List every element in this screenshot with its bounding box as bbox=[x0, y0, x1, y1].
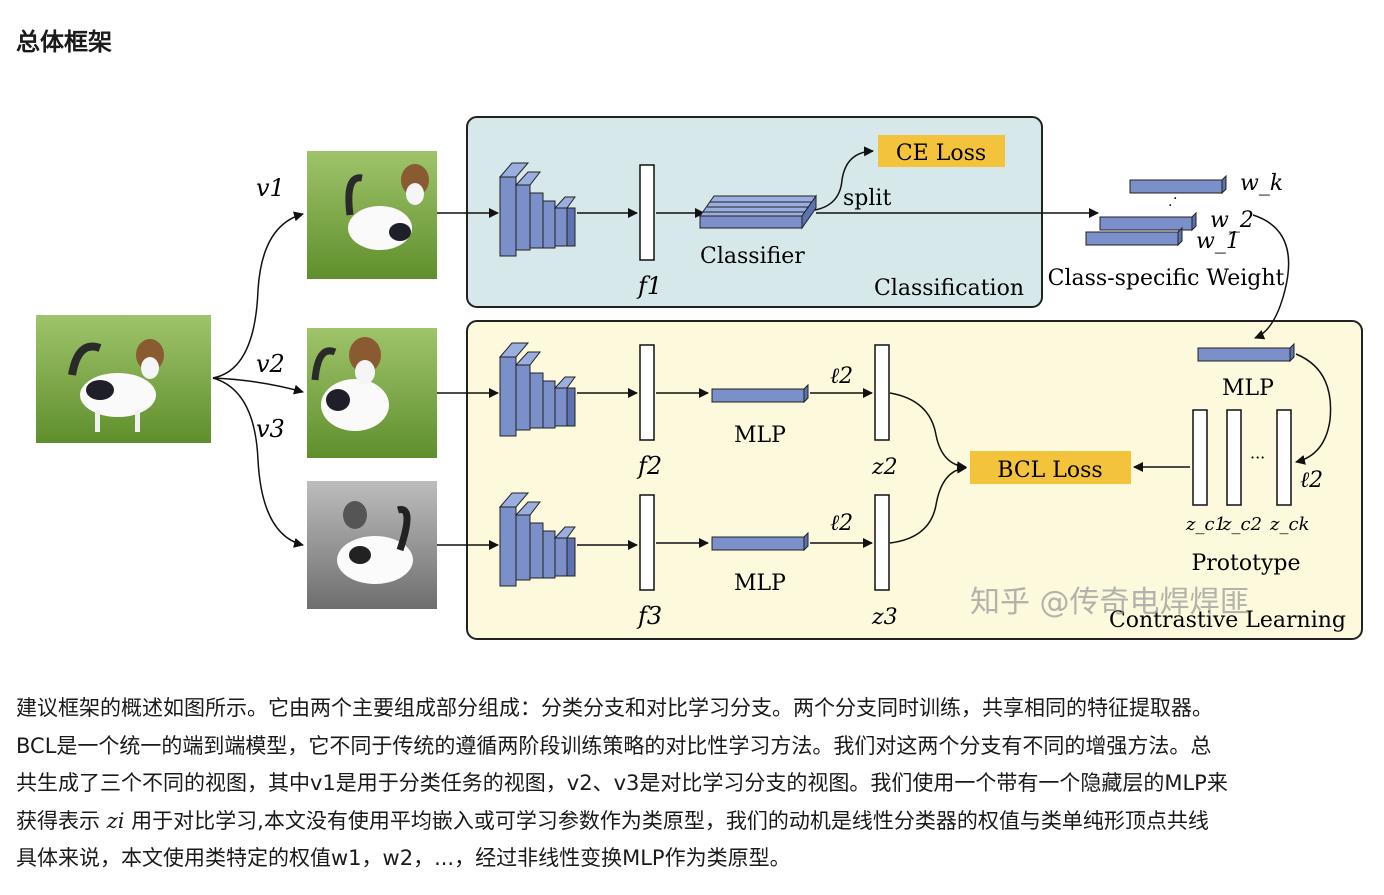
prototype-dots: ··· bbox=[1250, 448, 1265, 467]
output-vector-z2 bbox=[874, 344, 890, 441]
svg-text:·: · bbox=[1173, 191, 1177, 207]
view-label-v2: v2 bbox=[256, 350, 285, 378]
arrow-to-v3 bbox=[212, 377, 304, 548]
prototype-l2-label: ℓ2 bbox=[1300, 468, 1323, 493]
encoder-row2 bbox=[498, 342, 576, 437]
bcl-loss-label: BCL Loss bbox=[997, 458, 1102, 483]
framework-figure: v1 v2 v3 bbox=[36, 116, 1363, 640]
contrastive-panel bbox=[466, 320, 1363, 640]
view-label-v1: v1 bbox=[256, 174, 285, 202]
classifier-block bbox=[699, 194, 817, 230]
arrow-z3-bcl bbox=[889, 463, 967, 544]
weight-label-w1: w_1 bbox=[1196, 229, 1240, 254]
dog-image-v2 bbox=[307, 328, 437, 458]
arrow-to-v1 bbox=[212, 211, 304, 379]
dog-image-original bbox=[36, 315, 211, 443]
output-label-z3: z3 bbox=[871, 605, 898, 630]
prototype-label-zc2: z_c2 bbox=[1221, 514, 1262, 535]
svg-text:·: · bbox=[1168, 198, 1172, 214]
section-heading: 总体框架 bbox=[16, 28, 112, 56]
arrow-split-ce bbox=[814, 146, 874, 211]
mlp-block-row2 bbox=[711, 383, 809, 404]
encoder-row3 bbox=[498, 492, 576, 587]
dog-image-v3 bbox=[307, 481, 437, 609]
split-label: split bbox=[843, 186, 891, 211]
arrow-to-v2 bbox=[212, 377, 304, 395]
weight-label-wk: w_k bbox=[1240, 171, 1283, 196]
paragraph-line-2: BCL是一个统一的端到端模型，它不同于传统的遵循两阶段训练策略的对比性学习方法。… bbox=[16, 733, 1212, 758]
contrastive-panel-label: Contrastive Learning bbox=[1109, 608, 1346, 633]
prototype-label-zck: z_ck bbox=[1269, 514, 1309, 535]
arrow-weights-mlp bbox=[1252, 214, 1290, 340]
paragraph-line-4-before: 获得表示 bbox=[16, 808, 107, 833]
prototype-vector-2 bbox=[1226, 409, 1242, 506]
weight-label-w2: w_2 bbox=[1210, 208, 1254, 233]
paragraph-line-4-after: 用于对比学习,本文没有使用平均嵌入或可学习参数作为类原型，我们的动机是线性分类器… bbox=[124, 808, 1209, 833]
output-vector-z3 bbox=[874, 494, 890, 591]
ce-loss-box bbox=[878, 135, 1005, 167]
paragraph-line-4: 获得表示 zi 用于对比学习,本文没有使用平均嵌入或可学习参数作为类原型，我们的… bbox=[16, 803, 1380, 841]
paragraph-line-3: 共生成了三个不同的视图，其中v1是用于分类任务的视图，v2、v3是对比学习分支的… bbox=[16, 771, 1228, 795]
output-label-z2: z2 bbox=[871, 455, 898, 480]
feature-vector-f1 bbox=[639, 164, 655, 261]
paragraph-line-1: 建议框架的概述如图所示。它由两个主要组成部分组成：分类分支和对比学习分支。两个分… bbox=[16, 696, 1213, 720]
weight-bars: · · bbox=[1085, 174, 1227, 247]
paragraph-line-5: 具体来说，本文使用类特定的权值w1，w2，...，经过非线性变换MLP作为类原型… bbox=[16, 846, 791, 870]
ce-loss-label: CE Loss bbox=[896, 141, 986, 166]
mlp-label-row3: MLP bbox=[734, 571, 786, 596]
feature-vector-f2 bbox=[639, 344, 655, 441]
feature-label-f2: f2 bbox=[636, 452, 662, 480]
dog-image-v1 bbox=[307, 151, 437, 279]
prototype-vector-k bbox=[1276, 409, 1292, 506]
arrow-z2-bcl bbox=[889, 392, 967, 472]
prototype-label-zc1: z_c1 bbox=[1185, 514, 1226, 535]
feature-label-f1: f1 bbox=[636, 272, 662, 300]
classifier-label: Classifier bbox=[700, 244, 805, 269]
prototype-mlp-label: MLP bbox=[1222, 376, 1274, 401]
description-paragraph: 建议框架的概述如图所示。它由两个主要组成部分组成：分类分支和对比学习分支。两个分… bbox=[16, 690, 1380, 878]
bcl-loss-box bbox=[970, 451, 1131, 484]
feature-vector-f3 bbox=[639, 494, 655, 591]
encoder-row1 bbox=[498, 162, 576, 257]
math-zi: zi bbox=[106, 808, 125, 833]
watermark-text: 知乎 @传奇电焊焊匪 bbox=[970, 585, 1250, 620]
view-label-v3: v3 bbox=[256, 415, 285, 443]
feature-label-f3: f3 bbox=[636, 602, 662, 630]
l2-label-row3: ℓ2 bbox=[830, 511, 853, 536]
prototype-vector-1 bbox=[1192, 409, 1208, 506]
class-specific-weight-caption: Class-specific Weight bbox=[1048, 266, 1285, 291]
arrow-mlp-prototypes bbox=[1295, 353, 1332, 465]
l2-label-row2: ℓ2 bbox=[830, 364, 853, 389]
mlp-label-row2: MLP bbox=[734, 423, 786, 448]
prototype-caption: Prototype bbox=[1191, 551, 1300, 576]
mlp-block-row3 bbox=[711, 531, 809, 552]
classification-panel-label: Classification bbox=[874, 276, 1024, 301]
prototype-mlp-block bbox=[1197, 342, 1295, 363]
